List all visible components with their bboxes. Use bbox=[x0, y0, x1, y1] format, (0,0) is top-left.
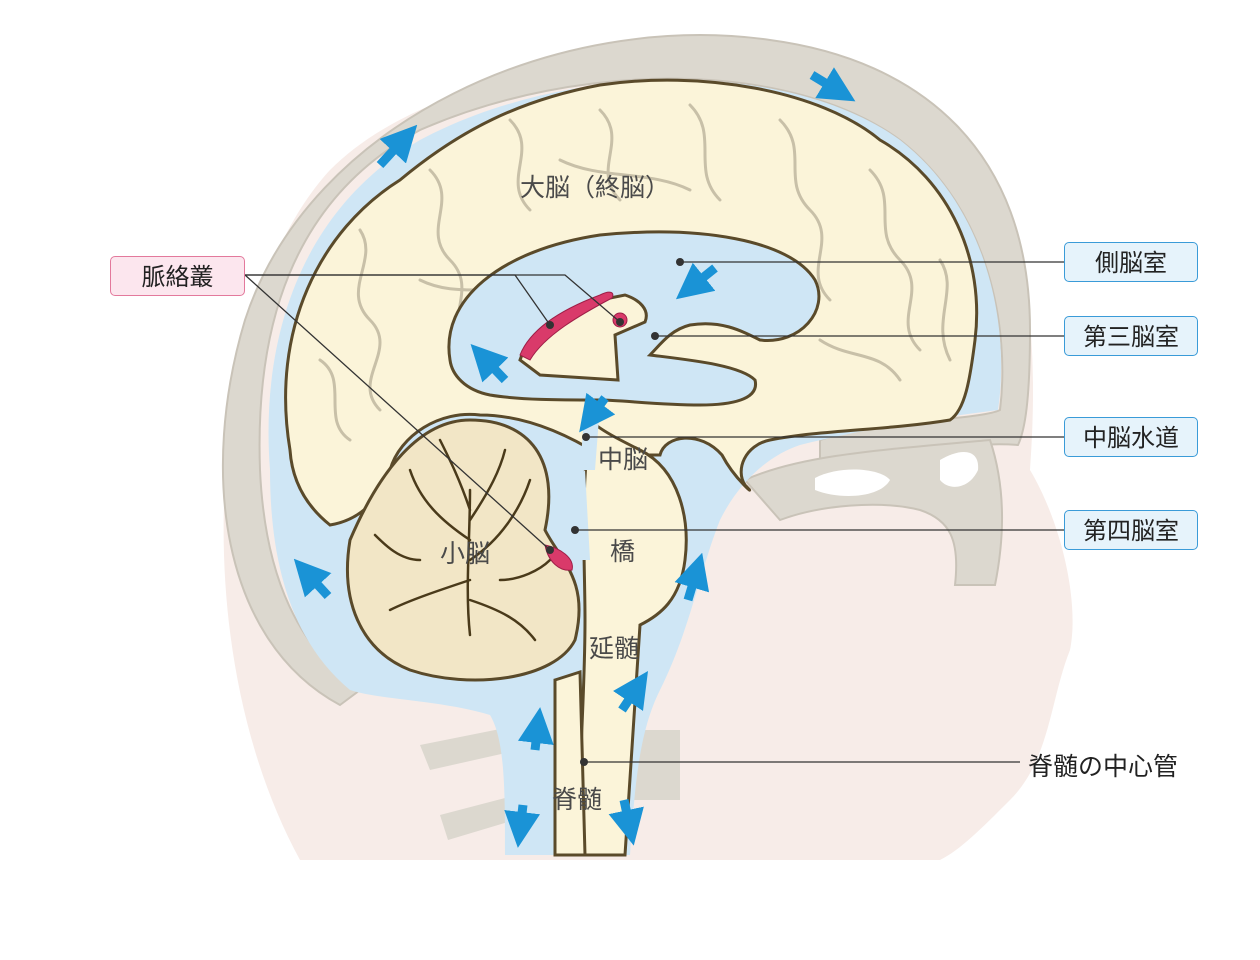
central-canal-callout: 脊髄の中心管 bbox=[1028, 752, 1179, 781]
medulla-label: 延髄 bbox=[589, 634, 639, 663]
fourth-ventricle-space bbox=[560, 470, 590, 560]
third-ventricle-callout: 第三脳室 bbox=[1064, 316, 1198, 356]
sinus-opening-2 bbox=[940, 451, 979, 487]
cerebrum-label: 大脳（終脳） bbox=[520, 173, 670, 202]
csf-flow-arrows bbox=[293, 67, 856, 848]
leader-lines bbox=[244, 261, 1064, 763]
lateral-ventricle-callout: 側脳室 bbox=[1064, 242, 1198, 282]
cerebral-aqueduct-callout: 中脳水道 bbox=[1064, 417, 1198, 457]
pons-label: 橋 bbox=[610, 537, 635, 566]
sinus-opening-1 bbox=[815, 469, 890, 496]
fourth-ventricle-callout: 第四脳室 bbox=[1064, 510, 1198, 550]
vertebra-upper bbox=[420, 728, 510, 770]
vertebra-lower bbox=[440, 798, 508, 840]
spinal-cord-body bbox=[553, 669, 587, 857]
leader-dots bbox=[546, 258, 684, 766]
arbor-vitae bbox=[373, 438, 552, 642]
spinal-cord-label: 脊髄 bbox=[552, 785, 602, 814]
midbrain-label: 中脳 bbox=[598, 445, 648, 474]
choroid-plexus-callout: 脈絡叢 bbox=[110, 256, 245, 296]
brainstem bbox=[578, 416, 688, 857]
vertebra-right bbox=[632, 730, 680, 800]
cerebellum-label: 小脳 bbox=[440, 539, 490, 568]
skull-base bbox=[743, 438, 1003, 586]
